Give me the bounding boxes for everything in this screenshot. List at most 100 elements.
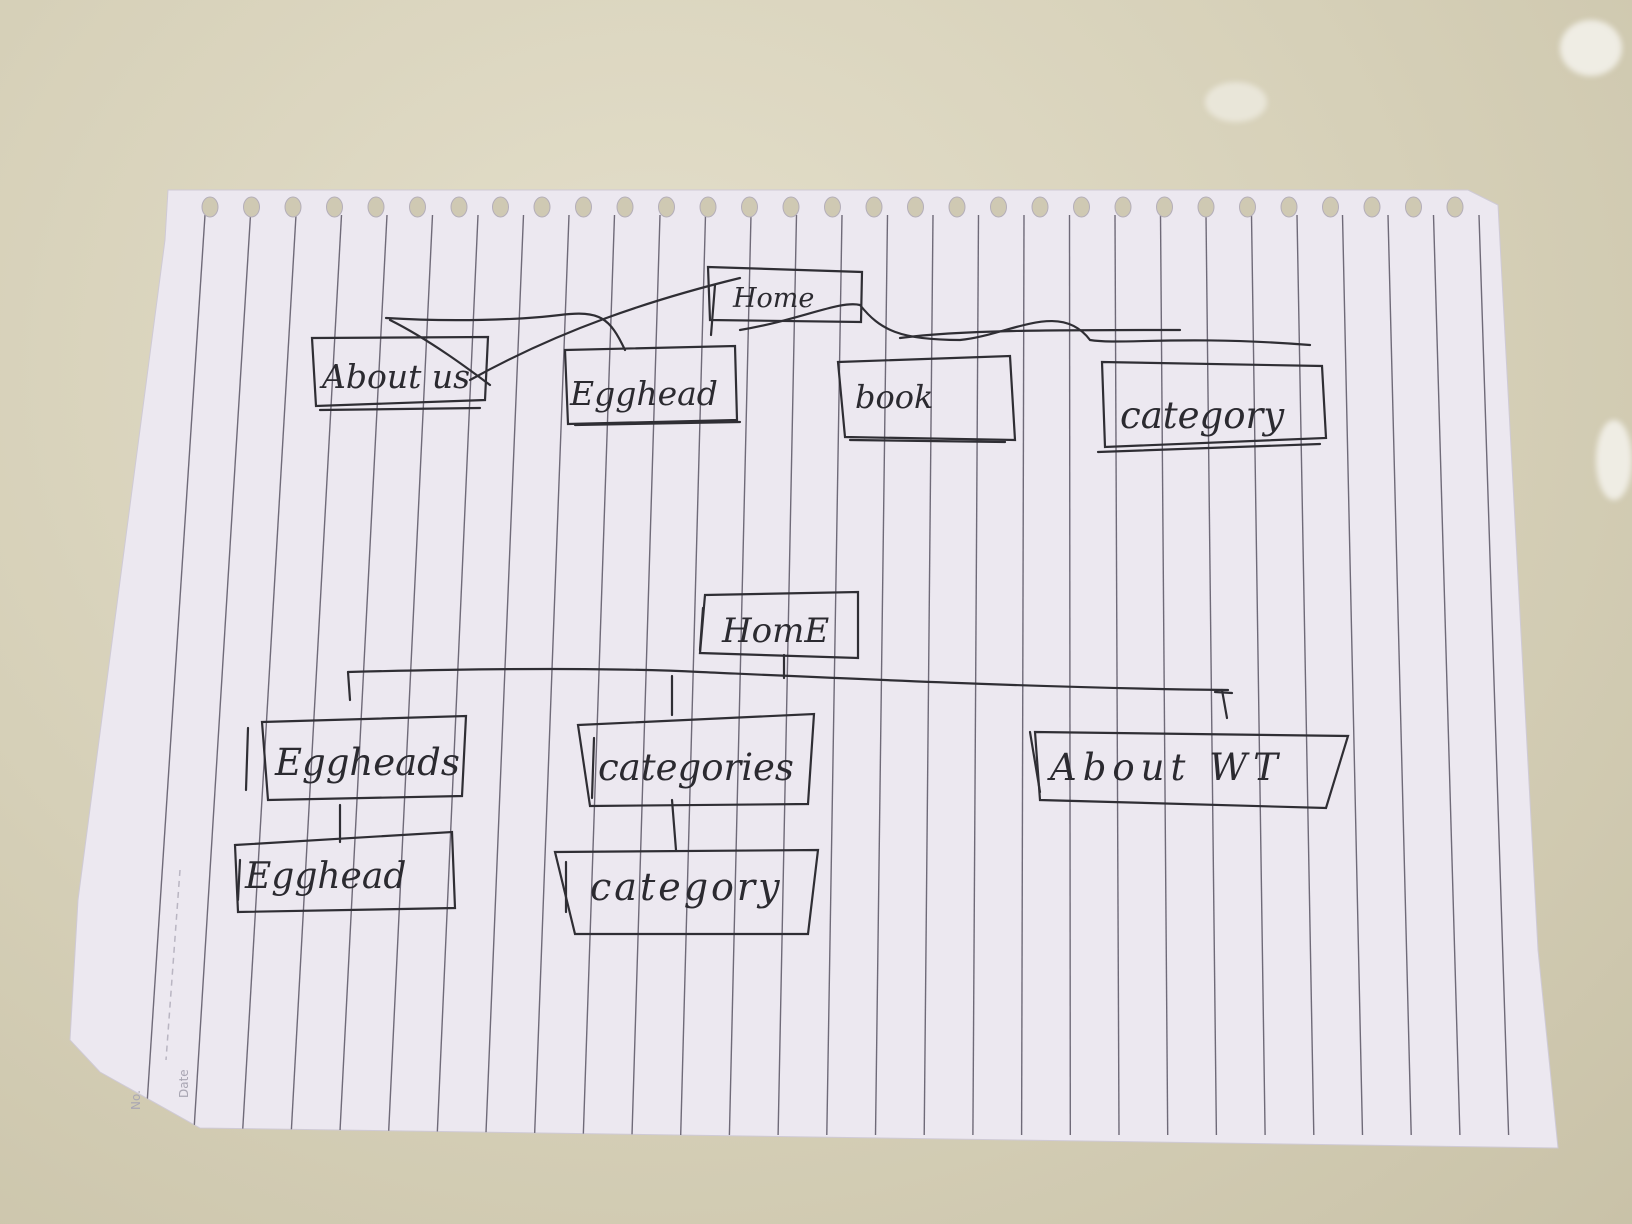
node-home-2 — [698, 590, 860, 660]
perforation-hole — [450, 196, 468, 218]
perforation-hole — [699, 196, 717, 218]
connector — [346, 670, 352, 702]
label-eggheads: Eggheads — [274, 741, 460, 784]
node-category-2 — [553, 848, 820, 936]
glare-spot — [1205, 82, 1267, 122]
perforation-hole — [1280, 196, 1298, 218]
connector — [468, 276, 742, 382]
label-category-2: category — [590, 865, 783, 909]
rule-line — [874, 214, 889, 1136]
perforation-hole — [367, 196, 385, 218]
margin-label-date: Date — [177, 1069, 191, 1098]
margin-label-no: No. — [129, 1090, 143, 1110]
node-home — [706, 265, 864, 337]
rule-line — [1296, 214, 1315, 1136]
label-categories: categories — [598, 746, 794, 789]
perforation-hole — [1114, 196, 1132, 218]
node-book — [836, 354, 1017, 444]
rule-line — [1387, 214, 1412, 1136]
connector — [346, 667, 1230, 692]
rule-line — [144, 214, 206, 1136]
rule-line — [436, 214, 479, 1136]
rule-line — [680, 214, 707, 1136]
perforation-hole — [201, 196, 219, 218]
node-eggheads — [244, 714, 468, 802]
connector — [738, 303, 1312, 347]
rule-line — [1114, 214, 1120, 1136]
perforation-hole — [575, 196, 592, 218]
connector — [898, 328, 1182, 340]
label-about-us: About us — [319, 357, 470, 396]
rule-line — [582, 214, 616, 1136]
label-home-2: HomE — [721, 611, 829, 651]
label-about-wt: About WT — [1047, 746, 1284, 789]
rule-line — [1432, 214, 1461, 1136]
perforation-hole — [824, 196, 841, 218]
rule-line — [1341, 214, 1364, 1136]
node-egghead — [563, 344, 742, 427]
rule-line — [1250, 214, 1266, 1136]
label-egghead: Egghead — [569, 374, 718, 413]
rule-line — [485, 214, 525, 1136]
node-about-wt — [1028, 730, 1350, 810]
label-category-1: category — [1120, 394, 1285, 437]
perforation-hole — [782, 196, 800, 218]
perforation-hole — [533, 196, 551, 218]
perforation-hole — [616, 196, 634, 218]
perforation-hole — [948, 196, 966, 218]
perforation-hole — [1363, 196, 1381, 218]
rule-line — [533, 214, 570, 1136]
connector — [388, 318, 492, 387]
rule-line — [387, 214, 434, 1136]
ruled-lines — [144, 214, 1510, 1136]
rule-line — [241, 214, 297, 1136]
label-book: book — [855, 378, 933, 416]
connector — [384, 312, 627, 352]
perforation-hole — [1446, 196, 1464, 218]
rule-line — [923, 214, 934, 1136]
sketch-2 — [233, 590, 1350, 936]
glare-spot — [1560, 20, 1622, 76]
label-egghead-2: Egghead — [244, 856, 406, 897]
rule-line — [1020, 214, 1025, 1136]
perforation-hole — [658, 196, 675, 218]
perforation-hole — [1073, 196, 1090, 218]
rule-line — [1205, 214, 1218, 1136]
perforation-hole — [1197, 196, 1215, 218]
node-about-us — [310, 335, 490, 412]
rule-line — [972, 214, 980, 1136]
rule-line — [290, 214, 343, 1136]
rule-line — [631, 214, 661, 1136]
perforation-hole — [409, 196, 426, 218]
connector — [1213, 690, 1234, 695]
node-egghead-2 — [233, 830, 457, 914]
perforation-hole — [1322, 196, 1339, 218]
node-category-1 — [1096, 360, 1328, 454]
rule-line — [1478, 214, 1510, 1136]
rule-line — [339, 214, 388, 1136]
rule-line — [1159, 214, 1169, 1136]
glare-spot — [1596, 420, 1632, 500]
label-home: Home — [732, 283, 814, 314]
rule-line — [1068, 214, 1072, 1136]
perforation-hole — [1031, 196, 1049, 218]
perforation-hole — [865, 196, 883, 218]
connector — [1220, 688, 1229, 720]
perforation-hole — [1156, 196, 1173, 218]
perforation-hole — [741, 196, 758, 218]
connector — [670, 798, 678, 852]
rule-line — [728, 214, 752, 1136]
node-categories — [576, 712, 816, 808]
perforation-hole — [1239, 196, 1256, 218]
perforation-hole — [243, 196, 260, 218]
rule-line — [193, 214, 252, 1136]
perforation-hole — [990, 196, 1007, 218]
perforation-hole — [284, 196, 302, 218]
margin-labels: No. Date — [129, 869, 191, 1110]
sketch-1 — [310, 265, 1328, 454]
perforation-hole — [326, 196, 343, 218]
perforation-hole — [492, 196, 509, 218]
perforation-hole — [1405, 196, 1422, 218]
perforation-hole — [907, 196, 924, 218]
